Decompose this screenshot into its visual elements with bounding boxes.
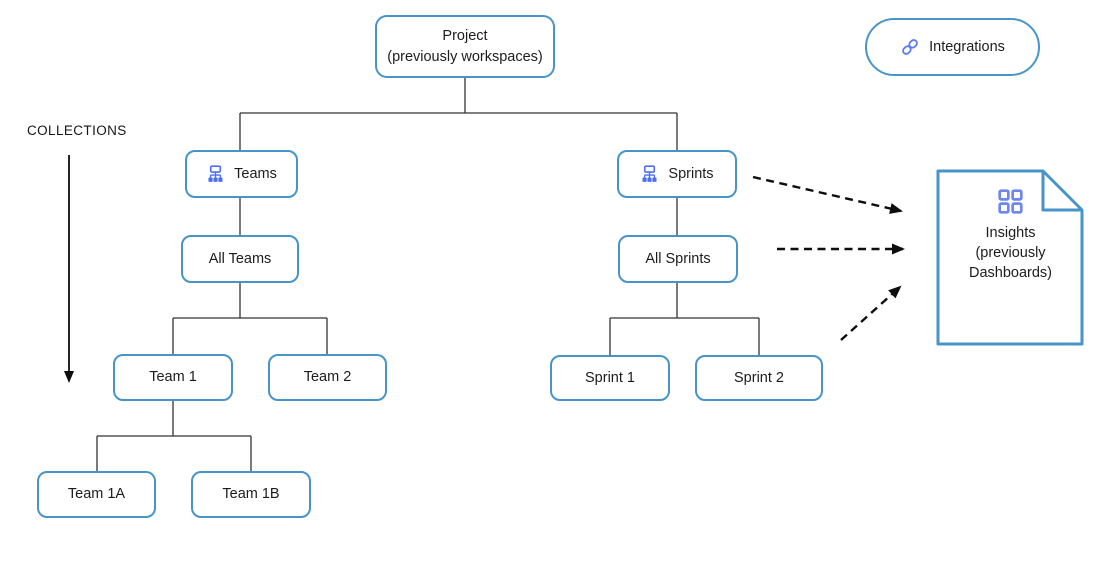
sprint1-label: Sprint 1: [585, 369, 635, 386]
node-sprint2: Sprint 2: [695, 355, 823, 401]
node-project: Project (previously workspaces): [375, 15, 555, 78]
node-team2: Team 2: [268, 354, 387, 401]
tree-connector-allteams-to-team1-team2: [172, 283, 328, 354]
link-icon: [900, 37, 920, 57]
insights-document-fold: [1041, 171, 1082, 212]
insights-subtitle-line2: Dashboards): [968, 264, 1052, 281]
node-all-teams: All Teams: [181, 235, 299, 283]
collections-label: COLLECTIONS: [27, 123, 127, 138]
node-sprints: Sprints: [617, 150, 737, 198]
team1-label: Team 1: [149, 369, 197, 386]
node-teams: Teams: [185, 150, 298, 198]
node-team1a: Team 1A: [37, 471, 156, 518]
all-teams-label: All Teams: [208, 250, 272, 267]
tree-connector-allsprints-to-sprint1-sprint2: [609, 283, 760, 355]
node-insights: Insights (previously Dashboards): [938, 188, 1083, 283]
node-team1: Team 1: [113, 354, 233, 401]
integrations-label: Integrations: [929, 38, 1005, 55]
org-chart-icon: [206, 164, 225, 184]
tree-connector-project-to-teams-sprints: [239, 78, 678, 150]
sprint2-label: Sprint 2: [734, 369, 784, 386]
node-all-sprints: All Sprints: [618, 235, 738, 283]
insights-document-shape: [936, 169, 1084, 346]
dashed-arrow-sprint2-to-insights: [840, 285, 902, 341]
teams-label: Teams: [234, 165, 277, 182]
tree-connector-team1-to-team1a-team1b: [96, 401, 252, 471]
team1a-label: Team 1A: [67, 486, 126, 503]
grid-icon: [997, 188, 1024, 215]
all-sprints-label: All Sprints: [645, 250, 711, 267]
org-chart-icon: [640, 164, 659, 184]
project-subtitle: (previously workspaces): [387, 48, 543, 65]
team1b-label: Team 1B: [222, 486, 280, 503]
dashed-arrow-sprints-to-insights: [752, 175, 903, 214]
sprints-label: Sprints: [668, 165, 714, 182]
team2-label: Team 2: [303, 369, 352, 386]
insights-subtitle-line1: (previously: [975, 244, 1046, 261]
node-integrations: Integrations: [865, 18, 1040, 76]
insights-title: Insights: [985, 225, 1036, 241]
project-title: Project: [442, 28, 488, 45]
node-team1b: Team 1B: [191, 471, 311, 518]
node-sprint1: Sprint 1: [550, 355, 670, 401]
